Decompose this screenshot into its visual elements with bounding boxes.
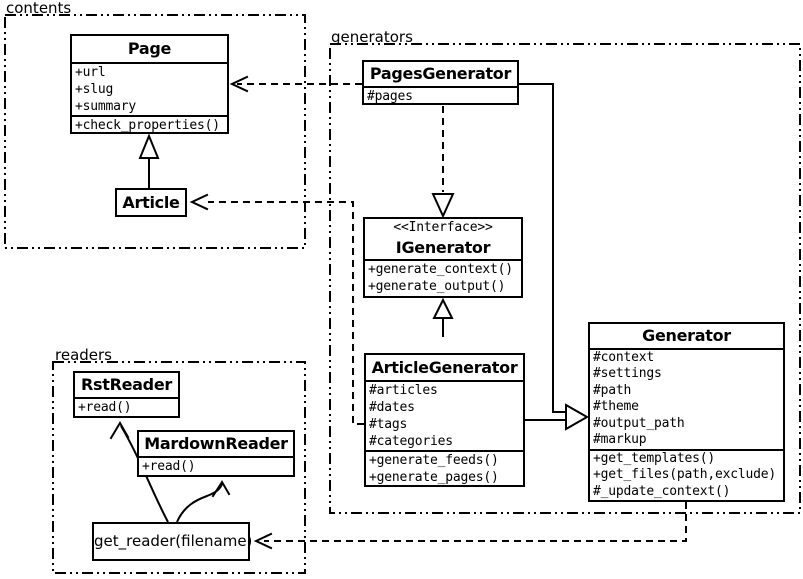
class-igenerator-header: <<Interface>> IGenerator (365, 219, 521, 259)
attribute: #theme (593, 399, 639, 415)
method: +generate_context() (368, 262, 513, 277)
class-rstreader-title: RstReader (81, 375, 172, 394)
attribute: +url (75, 65, 106, 80)
method: #_update_context() (593, 483, 731, 499)
edge-getreader-to-mardownreader (176, 480, 231, 523)
attribute: #pages (367, 89, 413, 103)
edge-generator-uses-getreader (253, 502, 687, 550)
edge-pagesgenerator-uses-page (229, 75, 362, 93)
class-generator: Generator #context #settings #path #them… (588, 322, 785, 502)
attribute: #path (593, 382, 632, 398)
class-generator-attributes: #context #settings #path #theme #output_… (590, 348, 783, 449)
class-articlegenerator-title: ArticleGenerator (371, 358, 518, 377)
class-pagesgenerator-title: PagesGenerator (369, 64, 512, 83)
class-mardownreader-title: MardownReader (144, 434, 288, 453)
class-igenerator-title: IGenerator (395, 238, 491, 257)
attribute: +slug (75, 82, 114, 97)
attribute: #dates (369, 400, 415, 415)
edge-articlegenerator-extends-igenerator (432, 297, 454, 337)
method: +generate_feeds() (369, 453, 499, 468)
package-label-readers: readers (55, 346, 112, 364)
class-igenerator: <<Interface>> IGenerator +generate_conte… (363, 217, 523, 298)
class-pagesgenerator-attributes: #pages (364, 86, 517, 103)
package-label-contents: contents (6, 0, 72, 17)
attribute: #tags (369, 417, 408, 432)
class-generator-title: Generator (642, 326, 731, 345)
attribute: +summary (75, 99, 137, 114)
method: +check_properties() (75, 118, 220, 133)
class-rstreader-methods: +read() (75, 397, 178, 416)
package-label-generators: generators (331, 28, 413, 46)
package-generators-border (329, 43, 801, 514)
class-page: Page +url +slug +summary +check_properti… (70, 34, 229, 134)
method: +read() (142, 459, 196, 474)
attribute: #output_path (593, 415, 685, 431)
method: +get_files(path,exclude) (593, 467, 777, 483)
edge-articlegenerator-uses-article (189, 193, 364, 425)
attribute: #markup (593, 432, 647, 448)
package-readers-border (52, 361, 306, 574)
edge-generators-extend-generator (518, 83, 590, 431)
class-page-attributes: +url +slug +summary (72, 62, 227, 115)
class-igenerator-stereotype: <<Interface>> (393, 220, 493, 235)
class-igenerator-methods: +generate_context() +generate_output() (365, 259, 521, 296)
edge-article-extends-page (138, 133, 160, 188)
attribute: #articles (369, 383, 438, 398)
class-rstreader: RstReader +read() (73, 371, 180, 418)
class-articlegenerator-methods: +generate_feeds() +generate_pages() (366, 450, 523, 485)
class-articlegenerator-attributes: #articles #dates #tags #categories (366, 380, 523, 450)
attribute: #categories (369, 434, 453, 449)
class-article: Article (115, 188, 187, 217)
attribute: #context (593, 350, 655, 365)
method: +generate_output() (368, 279, 506, 294)
attribute: #settings (593, 366, 662, 382)
class-page-title: Page (127, 39, 172, 58)
method: +get_templates() (593, 451, 716, 466)
method: +generate_pages() (369, 470, 499, 485)
package-contents-border (4, 14, 306, 249)
class-articlegenerator: ArticleGenerator #articles #dates #tags … (364, 353, 525, 487)
class-mardownreader-methods: +read() (139, 456, 293, 475)
function-get-reader: get_reader(filename) (92, 522, 252, 561)
class-pagesgenerator: PagesGenerator #pages (362, 60, 519, 105)
class-mardownreader: MardownReader +read() (137, 430, 295, 477)
method: +read() (78, 400, 132, 415)
class-page-methods: +check_properties() (72, 115, 227, 134)
class-generator-methods: +get_templates() +get_files(path,exclude… (590, 449, 783, 500)
class-article-title: Article (122, 193, 180, 212)
edge-pagesgenerator-implements-igenerator (431, 106, 455, 219)
